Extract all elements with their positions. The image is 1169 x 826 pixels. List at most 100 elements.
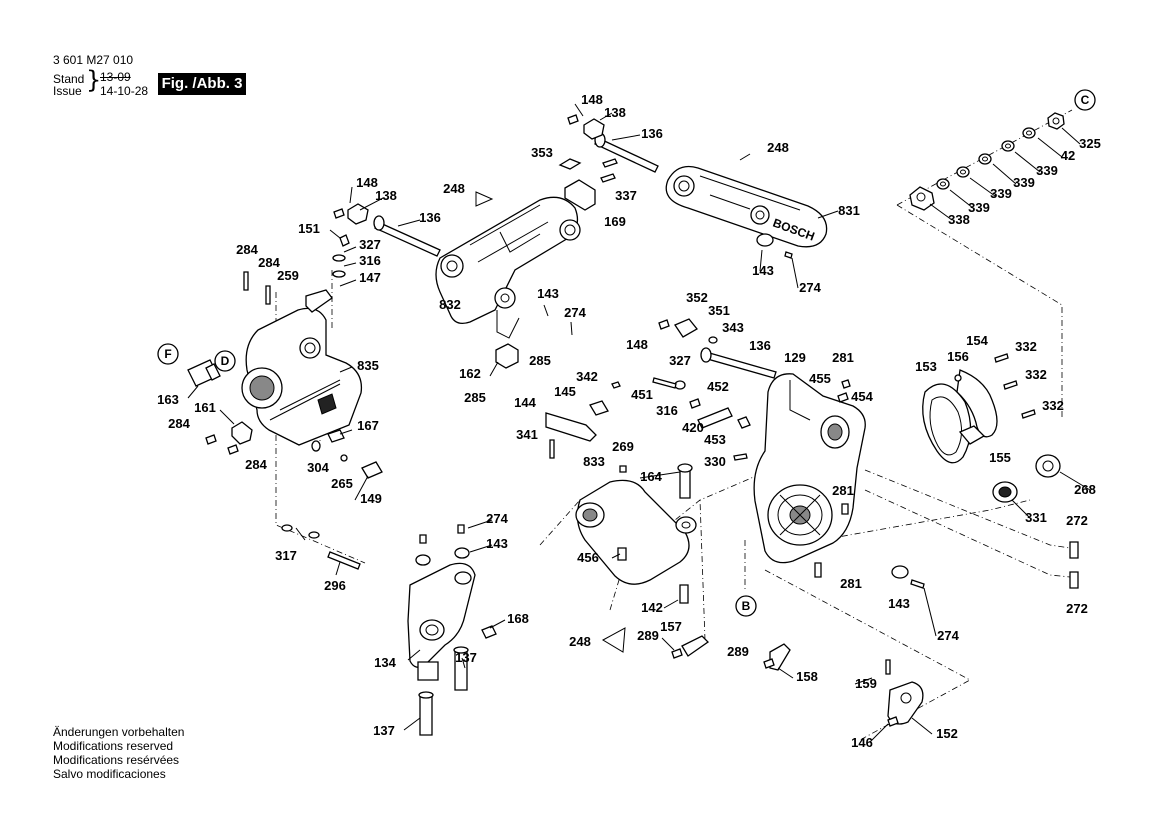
part-label-148: 148 bbox=[356, 175, 378, 190]
part-label-169: 169 bbox=[604, 214, 626, 229]
lower-right-parts bbox=[671, 565, 925, 727]
part-label-289: 289 bbox=[727, 644, 749, 659]
part-label-137: 137 bbox=[455, 650, 477, 665]
footer-line-fr: Modifications resérvées bbox=[53, 753, 180, 767]
left-housing-835 bbox=[241, 307, 363, 446]
part-label-284: 284 bbox=[236, 242, 258, 257]
part-label-143: 143 bbox=[752, 263, 774, 278]
part-label-129: 129 bbox=[784, 350, 806, 365]
part-label-351: 351 bbox=[708, 303, 730, 318]
arrow-marker-248-b bbox=[601, 627, 626, 653]
footer-line-es: Salvo modificaciones bbox=[53, 767, 166, 781]
part-label-341: 341 bbox=[516, 427, 538, 442]
part-label-156: 156 bbox=[947, 349, 969, 364]
part-label-296: 296 bbox=[324, 578, 346, 593]
part-label-152: 152 bbox=[936, 726, 958, 741]
part-label-154: 154 bbox=[966, 333, 988, 348]
leader-lines bbox=[187, 103, 1091, 743]
part-label-136: 136 bbox=[641, 126, 663, 141]
part-label-352: 352 bbox=[686, 290, 708, 305]
part-label-259: 259 bbox=[277, 268, 299, 283]
brace-glyph: } bbox=[86, 66, 102, 94]
part-label-155: 155 bbox=[989, 450, 1011, 465]
part-label-272: 272 bbox=[1066, 513, 1088, 528]
part-label-274: 274 bbox=[937, 628, 959, 643]
part-label-42: 42 bbox=[1061, 148, 1075, 163]
footer-line-en: Modifications reserved bbox=[53, 739, 174, 753]
shaft-136-parts bbox=[373, 132, 777, 379]
part-label-453: 453 bbox=[704, 432, 726, 447]
washer-stack bbox=[909, 112, 1065, 211]
part-label-248: 248 bbox=[443, 181, 465, 196]
lower-arm-134 bbox=[407, 524, 497, 736]
part-label-248: 248 bbox=[569, 634, 591, 649]
part-label-143: 143 bbox=[888, 596, 910, 611]
part-label-284: 284 bbox=[258, 255, 280, 270]
part-label-138: 138 bbox=[375, 188, 397, 203]
left-small-parts bbox=[187, 234, 383, 570]
part-label-138: 138 bbox=[604, 105, 626, 120]
part-label-451: 451 bbox=[631, 387, 653, 402]
upper-arm-part bbox=[435, 196, 581, 369]
part-label-159: 159 bbox=[855, 676, 877, 691]
footer-line-de: Änderungen vorbehalten bbox=[53, 725, 185, 739]
part-label-151: 151 bbox=[298, 221, 320, 236]
part-label-153: 153 bbox=[915, 359, 937, 374]
callout-f: F bbox=[157, 343, 179, 365]
part-label-332: 332 bbox=[1025, 367, 1047, 382]
part-label-285: 285 bbox=[464, 390, 486, 405]
document-number: 3 601 M27 010 bbox=[53, 53, 134, 67]
part-label-157: 157 bbox=[660, 619, 682, 634]
part-label-274: 274 bbox=[564, 305, 586, 320]
part-label-284: 284 bbox=[245, 457, 267, 472]
part-label-284: 284 bbox=[168, 416, 190, 431]
part-label-316: 316 bbox=[656, 403, 678, 418]
stand-label: Stand bbox=[53, 72, 85, 86]
part-label-145: 145 bbox=[554, 384, 576, 399]
bracket-138-parts bbox=[333, 114, 605, 225]
part-label-149: 149 bbox=[360, 491, 382, 506]
part-label-272: 272 bbox=[1066, 601, 1088, 616]
part-label-331: 331 bbox=[1025, 510, 1047, 525]
part-label-339: 339 bbox=[990, 186, 1012, 201]
part-label-143: 143 bbox=[537, 286, 559, 301]
part-label-143: 143 bbox=[486, 536, 508, 551]
part-label-285: 285 bbox=[529, 353, 551, 368]
part-label-269: 269 bbox=[612, 439, 634, 454]
part-label-353: 353 bbox=[531, 145, 553, 160]
part-label-452: 452 bbox=[707, 379, 729, 394]
part-label-338: 338 bbox=[948, 212, 970, 227]
part-label-265: 265 bbox=[331, 476, 353, 491]
part-label-136: 136 bbox=[419, 210, 441, 225]
part-label-144: 144 bbox=[514, 395, 536, 410]
callout-b-text: B bbox=[742, 599, 751, 613]
part-label-304: 304 bbox=[307, 460, 329, 475]
part-label-134: 134 bbox=[374, 655, 396, 670]
part-label-332: 332 bbox=[1042, 398, 1064, 413]
part-label-420: 420 bbox=[682, 420, 704, 435]
part-label-142: 142 bbox=[641, 600, 663, 615]
part-label-281: 281 bbox=[832, 350, 854, 365]
centre-bracket-833 bbox=[575, 463, 697, 604]
part-label-317: 317 bbox=[275, 548, 297, 563]
callout-b: B bbox=[735, 595, 757, 617]
part-label-832: 832 bbox=[439, 297, 461, 312]
figure-badge: Fig. /Abb. 3 bbox=[158, 73, 246, 95]
clip-169-part bbox=[558, 158, 618, 211]
right-housing-129 bbox=[753, 373, 866, 578]
part-label-148: 148 bbox=[626, 337, 648, 352]
part-label-289: 289 bbox=[637, 628, 659, 643]
callout-d: D bbox=[214, 350, 236, 372]
part-label-147: 147 bbox=[359, 270, 381, 285]
callout-d-text: D bbox=[221, 354, 230, 368]
part-label-454: 454 bbox=[851, 389, 873, 404]
part-label-455: 455 bbox=[809, 371, 831, 386]
part-label-163: 163 bbox=[157, 392, 179, 407]
part-label-161: 161 bbox=[194, 400, 216, 415]
part-label-148: 148 bbox=[581, 92, 603, 107]
new-date: 14-10-28 bbox=[100, 84, 149, 98]
part-label-281: 281 bbox=[832, 483, 854, 498]
issue-label: Issue bbox=[53, 84, 82, 98]
